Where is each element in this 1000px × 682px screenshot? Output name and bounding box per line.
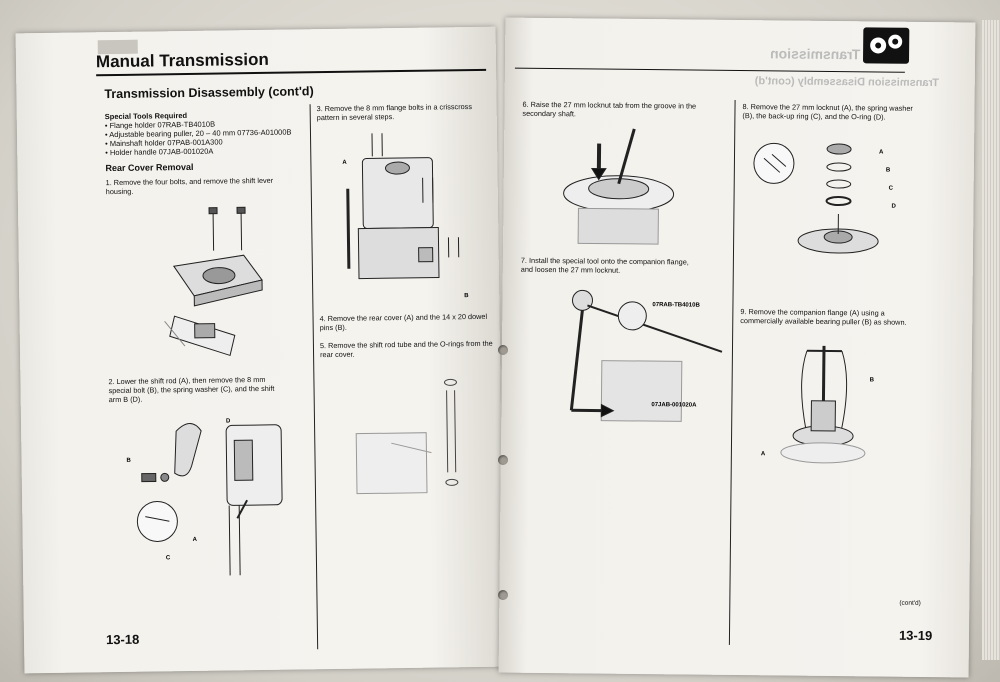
step-2: 2. Lower the shift rod (A), then remove … (108, 374, 313, 404)
locknut-tab-illustration (563, 128, 675, 245)
bleed-through-section: Transmission Disassembly (cont'd) (754, 75, 940, 90)
label-a: A (761, 451, 766, 457)
step-text: arm B (D). (108, 394, 143, 405)
label-b: B (126, 458, 131, 464)
left-page: Manual Transmission Transmission Disasse… (15, 26, 505, 674)
tool-label-holder-handle: 07JAB-001020A (651, 402, 697, 408)
page-number: 13-18 (105, 631, 140, 648)
header-rule (514, 67, 905, 73)
gear-icon (862, 27, 910, 64)
page-number: 13-19 (898, 627, 933, 644)
rear-cover-illustration: A B (342, 133, 469, 299)
tool-item: • Holder handle 07JAB-001020A (105, 146, 214, 158)
flange-holder-illustration: 07RAB-TB4010B 07JAB-001020A (569, 289, 723, 422)
step-1: 1. Remove the four bolts, and remove the… (106, 175, 306, 196)
step-9: 9. Remove the companion flange (A) using… (740, 307, 950, 327)
label-b: B (870, 377, 875, 383)
label-c: C (166, 555, 171, 561)
binding-hole (498, 345, 508, 355)
label-a: A (193, 537, 198, 543)
step-text: commercially available bearing puller (B… (740, 316, 907, 327)
locknut-parts-illustration: A B C D (753, 142, 897, 254)
binding-hole (498, 590, 508, 600)
shift-rod-tube-illustration (355, 378, 459, 495)
right-page: Transmission Transmission Disassembly (c… (498, 17, 976, 678)
step-text: and loosen the 27 mm locknut. (520, 264, 621, 275)
label-a: A (342, 160, 347, 166)
label-c: C (889, 186, 894, 192)
continued-note: (cont'd) (899, 599, 921, 607)
step-7: 7. Install the special tool onto the com… (521, 256, 731, 276)
subsection-title: Rear Cover Removal (105, 161, 194, 174)
label-d: D (226, 418, 231, 424)
shift-lever-housing-illustration (164, 206, 263, 357)
bleed-through-header: Transmission (769, 45, 861, 63)
step-5: 5. Remove the shift rod tube and the O-r… (320, 339, 505, 360)
binding-hole (498, 455, 508, 465)
label-b: B (464, 293, 469, 299)
label-d: D (891, 204, 896, 210)
step-text: pattern in several steps. (316, 112, 395, 123)
step-3: 3. Remove the 8 mm flange bolts in a cri… (316, 102, 497, 123)
shift-arm-illustration: B D C A (126, 418, 283, 576)
section-title: Transmission Disassembly (cont'd) (104, 84, 314, 102)
bearing-puller-illustration: B A (761, 345, 875, 464)
left-column-1: Special Tools Required • Flange holder 0… (105, 109, 306, 196)
step-text: (B), the back-up ring (C), and the O-rin… (742, 111, 886, 122)
label-a: A (879, 149, 884, 155)
page-stack-edge (982, 20, 1000, 660)
step-8: 8. Remove the 27 mm locknut (A), the spr… (742, 102, 952, 122)
step-text: rear cover. (320, 349, 355, 360)
step-text: secondary shaft. (522, 108, 577, 119)
step-4: 4. Remove the rear cover (A) and the 14 … (320, 312, 505, 332)
step-6: 6. Raise the 27 mm locknut tab from the … (522, 100, 732, 120)
page-header-title: Manual Transmission (95, 49, 269, 72)
label-b: B (886, 168, 891, 174)
tool-label-flange-holder: 07RAB-TB4010B (652, 302, 700, 309)
